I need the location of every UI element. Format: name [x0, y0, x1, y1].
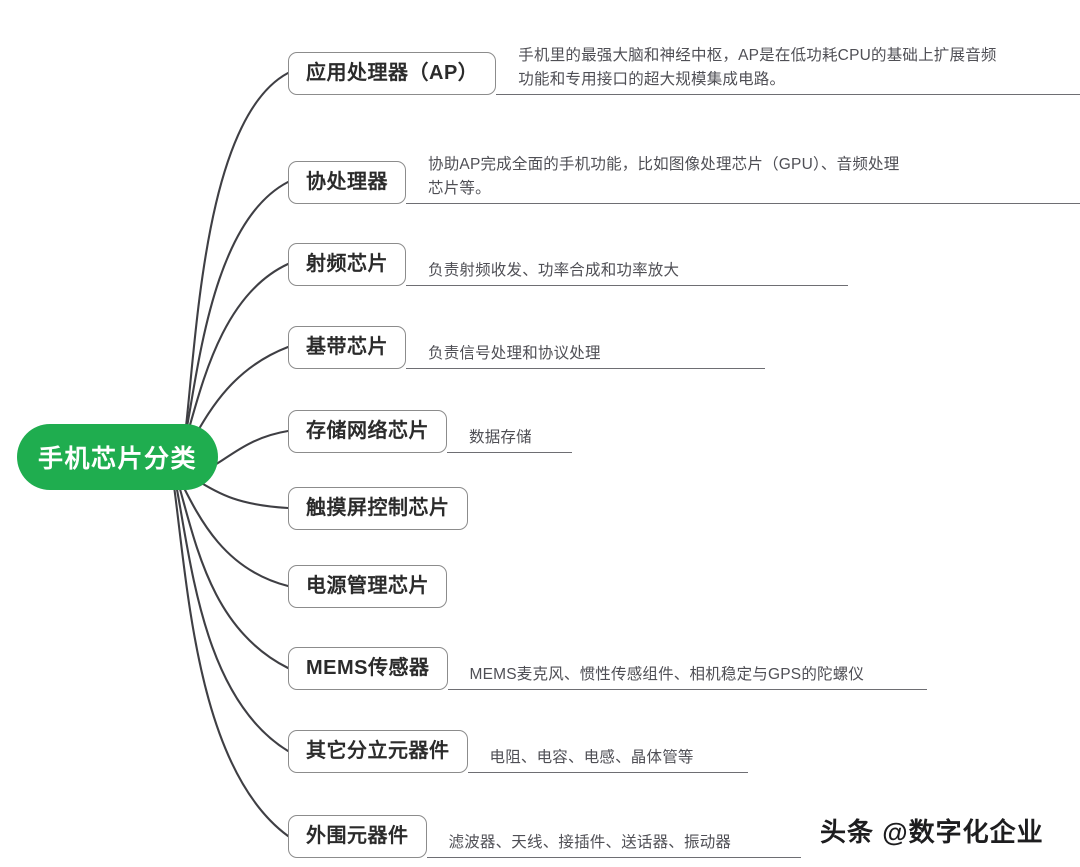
- description-rule-2: [406, 202, 1080, 204]
- node-label-5: 存储网络芯片: [306, 419, 429, 442]
- connector-line-7: [178, 478, 290, 588]
- description-text-3: 负责射频收发、功率合成和功率放大: [428, 261, 680, 279]
- node-label-9: 其它分立元器件: [306, 739, 450, 762]
- node-box-2[interactable]: 协处理器: [288, 161, 406, 204]
- branch-7[interactable]: 电源管理芯片: [288, 565, 447, 608]
- branch-8[interactable]: MEMS传感器 MEMS麦克风、惯性传感组件、相机稳定与GPS的陀螺仪: [288, 647, 930, 690]
- description-5: 数据存储: [447, 423, 575, 453]
- description-rule-1: [496, 93, 1080, 95]
- description-2: 协助AP完成全面的手机功能，比如图像处理芯片（GPU）、音频处理 芯片等。: [406, 152, 1080, 204]
- description-text-1: 手机里的最强大脑和神经中枢，AP是在低功耗CPU的基础上扩展音频 功能和专用接口…: [518, 46, 997, 88]
- node-label-6: 触摸屏控制芯片: [306, 496, 450, 519]
- node-label-3: 射频芯片: [306, 252, 388, 275]
- watermark-text: 头条 @数字化企业: [820, 817, 1044, 847]
- node-label-2: 协处理器: [306, 170, 388, 193]
- node-box-10[interactable]: 外围元器件: [288, 815, 427, 858]
- node-box-9[interactable]: 其它分立元器件: [288, 730, 468, 773]
- description-text-10: 滤波器、天线、接插件、送话器、振动器: [448, 833, 732, 851]
- node-label-10: 外围元器件: [306, 824, 409, 847]
- branch-6[interactable]: 触摸屏控制芯片: [288, 487, 468, 530]
- description-10: 滤波器、天线、接插件、送话器、振动器: [426, 828, 804, 858]
- description-rule-5: [447, 451, 572, 453]
- node-box-4[interactable]: 基带芯片: [288, 326, 406, 369]
- description-rule-4: [406, 367, 765, 369]
- node-box-6[interactable]: 触摸屏控制芯片: [288, 487, 468, 530]
- branch-9[interactable]: 其它分立元器件 电阻、电容、电感、晶体管等: [288, 730, 751, 773]
- description-1: 手机里的最强大脑和神经中枢，AP是在低功耗CPU的基础上扩展音频 功能和专用接口…: [496, 43, 1080, 95]
- description-text-2: 协助AP完成全面的手机功能，比如图像处理芯片（GPU）、音频处理 芯片等。: [428, 155, 900, 197]
- root-node[interactable]: 手机芯片分类: [17, 424, 218, 490]
- node-label-8: MEMS传感器: [306, 656, 430, 679]
- branch-4[interactable]: 基带芯片 负责信号处理和协议处理: [288, 326, 768, 369]
- node-box-3[interactable]: 射频芯片: [288, 243, 406, 286]
- description-rule-3: [406, 284, 848, 286]
- branch-3[interactable]: 射频芯片 负责射频收发、功率合成和功率放大: [288, 243, 851, 286]
- description-4: 负责信号处理和协议处理: [406, 339, 768, 369]
- description-rule-8: [447, 688, 927, 690]
- description-3: 负责射频收发、功率合成和功率放大: [406, 256, 851, 286]
- node-label-4: 基带芯片: [306, 335, 388, 358]
- branch-5[interactable]: 存储网络芯片 数据存储: [288, 410, 575, 453]
- description-text-4: 负责信号处理和协议处理: [428, 344, 601, 362]
- branch-2[interactable]: 协处理器 协助AP完成全面的手机功能，比如图像处理芯片（GPU）、音频处理 芯片…: [288, 156, 1080, 204]
- connector-line-6: [193, 477, 290, 510]
- node-label-1: 应用处理器（AP）: [306, 61, 479, 84]
- connector-line-9: [174, 482, 290, 753]
- branch-10[interactable]: 外围元器件 滤波器、天线、接插件、送话器、振动器: [288, 815, 804, 858]
- description-rule-9: [467, 771, 748, 773]
- description-text-8: MEMS麦克风、惯性传感组件、相机稳定与GPS的陀螺仪: [469, 665, 865, 683]
- node-box-5[interactable]: 存储网络芯片: [288, 410, 447, 453]
- description-9: 电阻、电容、电感、晶体管等: [467, 743, 751, 773]
- connector-line-1: [181, 71, 290, 454]
- description-rule-10: [426, 856, 801, 858]
- description-text-5: 数据存储: [469, 428, 532, 446]
- branch-1[interactable]: 应用处理器（AP） 手机里的最强大脑和神经中枢，AP是在低功耗CPU的基础上扩展…: [288, 47, 1080, 95]
- connector-line-8: [176, 480, 290, 670]
- connector-line-10: [172, 484, 290, 838]
- node-box-1[interactable]: 应用处理器（AP）: [288, 52, 497, 95]
- node-box-7[interactable]: 电源管理芯片: [288, 565, 447, 608]
- root-node-label: 手机芯片分类: [37, 445, 197, 473]
- node-box-8[interactable]: MEMS传感器: [288, 647, 448, 690]
- description-8: MEMS麦克风、惯性传感组件、相机稳定与GPS的陀螺仪: [447, 660, 930, 690]
- node-label-7: 电源管理芯片: [306, 574, 429, 597]
- description-text-9: 电阻、电容、电感、晶体管等: [489, 748, 694, 766]
